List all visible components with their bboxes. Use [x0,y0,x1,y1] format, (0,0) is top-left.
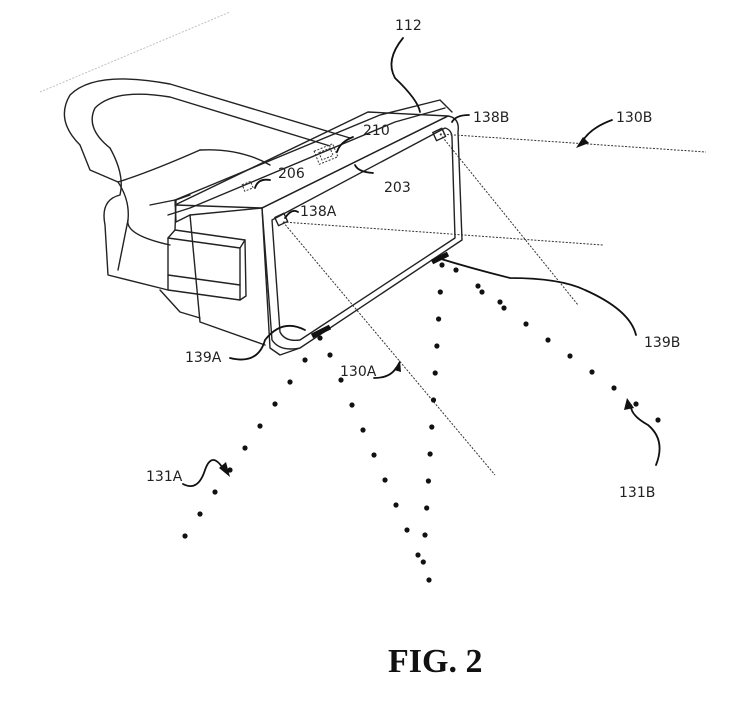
dot-patterns [182,262,661,583]
dot-row-left-a [257,423,263,429]
dot-row-right-a [497,299,503,305]
label-203: 203 [384,180,411,196]
camera-138b-icon [432,127,447,142]
dot-row-right-b [589,369,595,375]
dot-row-mid [422,532,428,538]
dot-row-mid [432,370,438,376]
label-139a: 139A [185,350,222,366]
dot-row-right-b [501,305,507,311]
dot-row-left-a [197,511,203,517]
dot-row-left-a [287,379,293,385]
label-139b: 139B [644,335,680,351]
dot-row-left-b [393,502,399,508]
dot-row-left-b [415,552,421,558]
label-138b: 138B [473,110,509,126]
dot-row-right-b [523,321,529,327]
dot-row-right-b [655,417,661,423]
label-112: 112 [395,18,422,34]
label-206: 206 [278,166,305,182]
dot-row-mid [437,289,443,295]
dot-row-left-b [360,427,366,433]
sensor-210-icon [313,143,339,165]
dot-row-right-b [567,353,573,359]
dot-row-left-a [242,445,248,451]
sensor-210-inner [318,147,334,161]
label-131b: 131B [619,485,655,501]
label-130b: 130B [616,110,652,126]
dot-row-mid [436,316,442,322]
dot-row-mid [425,478,431,484]
emitter-139a-icon [310,324,332,339]
dot-row-right-b [611,385,617,391]
dot-row-mid [424,505,430,511]
dot-row-right-a [475,283,481,289]
dot-row-left-a [317,335,323,341]
dot-row-mid [429,424,435,430]
label-130a: 130A [340,364,377,380]
dot-row-left-a [302,357,308,363]
dot-row-left-b [426,577,432,583]
label-131a: 131A [146,469,183,485]
dot-row-left-b [338,377,344,383]
scan-artifact-line [39,11,231,93]
dot-row-right-a [453,267,459,273]
leader-lines [182,37,661,488]
dot-row-right-b [633,401,639,407]
dot-row-left-a [272,401,278,407]
dot-row-right-b [545,337,551,343]
head-strap [63,78,351,319]
dot-row-right-b [479,289,485,295]
front-face-203 [261,115,463,350]
dot-row-left-b [349,402,355,408]
dot-row-mid [430,397,437,403]
dot-row-left-a [182,533,188,539]
dot-row-mid [420,559,426,565]
label-210: 210 [363,123,390,139]
dot-row-mid [439,262,445,268]
dot-row-left-b [404,527,410,533]
dot-row-left-a [227,467,233,473]
label-138a: 138A [300,204,337,220]
dot-row-left-b [327,352,333,358]
dot-row-left-b [371,452,377,458]
sensor-206-icon [241,180,254,192]
dot-row-left-b [382,477,388,483]
dot-row-left-a [212,489,218,495]
camera-138a-icon [274,212,289,227]
field-of-view-rays [282,133,707,476]
figure-caption: FIG. 2 [388,643,482,680]
dot-row-mid [434,343,440,349]
dot-row-mid [427,451,433,457]
